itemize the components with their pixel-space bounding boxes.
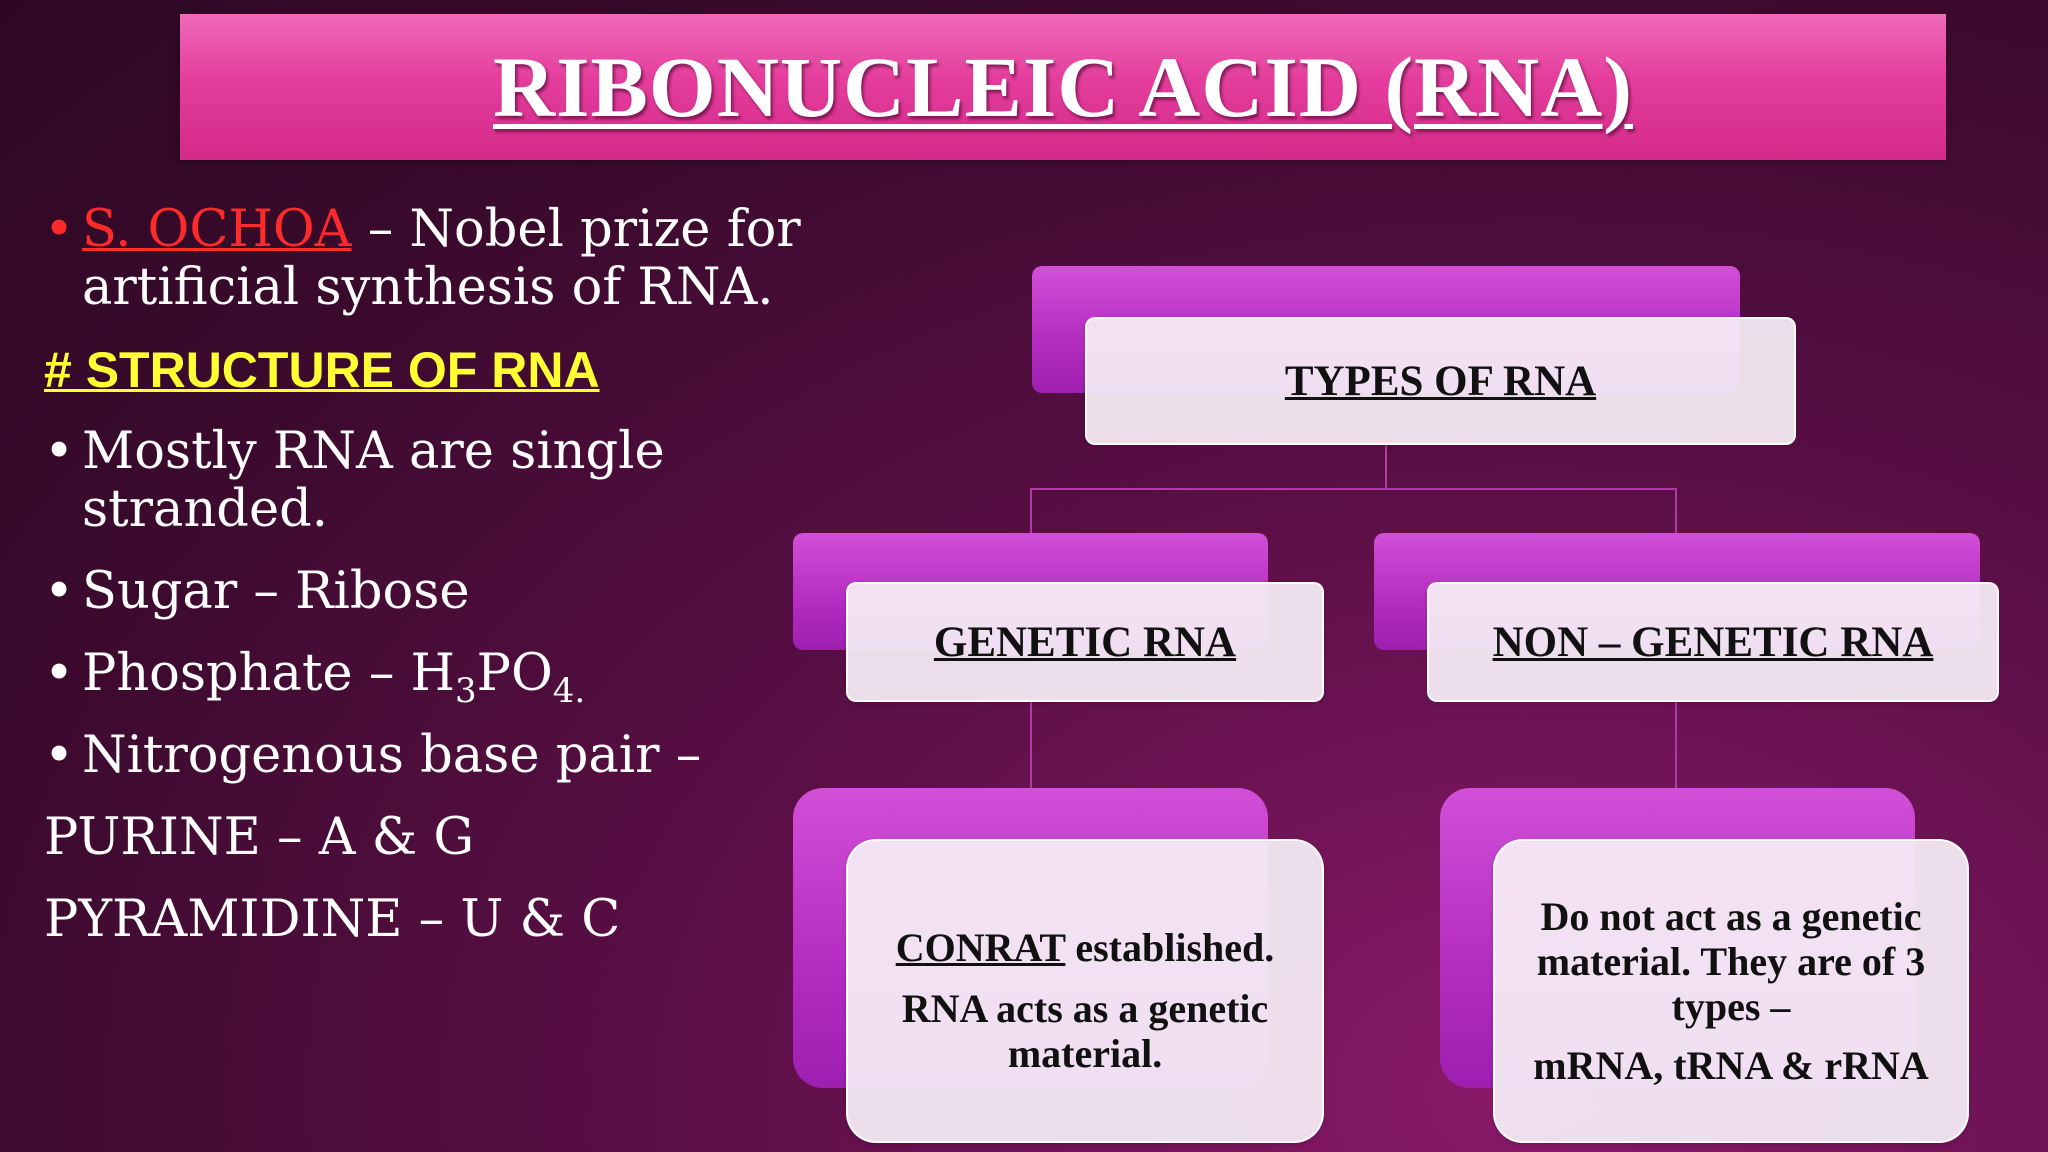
phosphate-po: PO (476, 644, 553, 703)
genetic-rna-box: GENETIC RNA (846, 582, 1324, 702)
ochoa-text: – Nobel prize for (351, 200, 801, 259)
nongenetic-desc-box: Do not act as a genetic material. They a… (1493, 839, 1969, 1143)
bullet-icon: • (44, 562, 75, 621)
purine-line: PURINE – A & G (44, 808, 475, 867)
non-genetic-rna-box: NON – GENETIC RNA (1427, 582, 1999, 702)
slide-title: RIBONUCLEIC ACID (RNA) (492, 39, 1634, 135)
bullet-icon: • (44, 422, 75, 481)
genetic-desc-line1: CONRAT established. (896, 925, 1275, 970)
title-bar: RIBONUCLEIC ACID (RNA) (180, 14, 1946, 160)
bullet-icon: • (44, 644, 75, 703)
connector-left-down (1030, 488, 1032, 533)
structure-heading-text: # STRUCTURE OF RNA (44, 342, 600, 398)
point3-text: Phosphate – H3PO4. (82, 644, 585, 721)
connector-nongenetic-desc (1675, 700, 1677, 790)
types-of-rna-label: TYPES OF RNA (1284, 357, 1597, 405)
point1-text: Mostly RNA are single (82, 422, 665, 481)
point2-text: Sugar – Ribose (82, 562, 470, 621)
connector-root-down (1385, 442, 1387, 489)
connector-horizontal (1030, 488, 1676, 490)
point1-text-2: stranded. (82, 480, 328, 539)
connector-genetic-desc (1030, 700, 1032, 790)
subscript-4: 4. (552, 671, 586, 711)
types-of-rna-box: TYPES OF RNA (1085, 317, 1796, 445)
point4-text: Nitrogenous base pair – (82, 726, 702, 785)
nongenetic-desc-text: Do not act as a genetic material. They a… (1536, 894, 1926, 1029)
non-genetic-rna-label: NON – GENETIC RNA (1492, 618, 1934, 666)
conrat-name: CONRAT (895, 924, 1066, 970)
subscript-3: 3 (455, 671, 477, 711)
pyramidine-line: PYRAMIDINE – U & C (44, 890, 621, 949)
structure-heading: # STRUCTURE OF RNA (44, 340, 600, 401)
nongenetic-types-text: mRNA, tRNA & rRNA (1533, 1043, 1929, 1088)
ochoa-link[interactable]: S. OCHOA (82, 200, 352, 259)
bullet-icon: • (44, 726, 75, 785)
connector-right-down (1675, 488, 1677, 533)
genetic-rna-label: GENETIC RNA (933, 618, 1237, 666)
genetic-desc-box: CONRAT established. RNA acts as a geneti… (846, 839, 1324, 1143)
phosphate-label: Phosphate – H (82, 644, 456, 703)
conrat-rest: established. (1065, 924, 1275, 970)
genetic-desc-line2: RNA acts as a genetic material. (901, 985, 1269, 1076)
ochoa-text-2: artificial synthesis of RNA. (82, 258, 774, 317)
bullet-icon: • (44, 200, 75, 259)
